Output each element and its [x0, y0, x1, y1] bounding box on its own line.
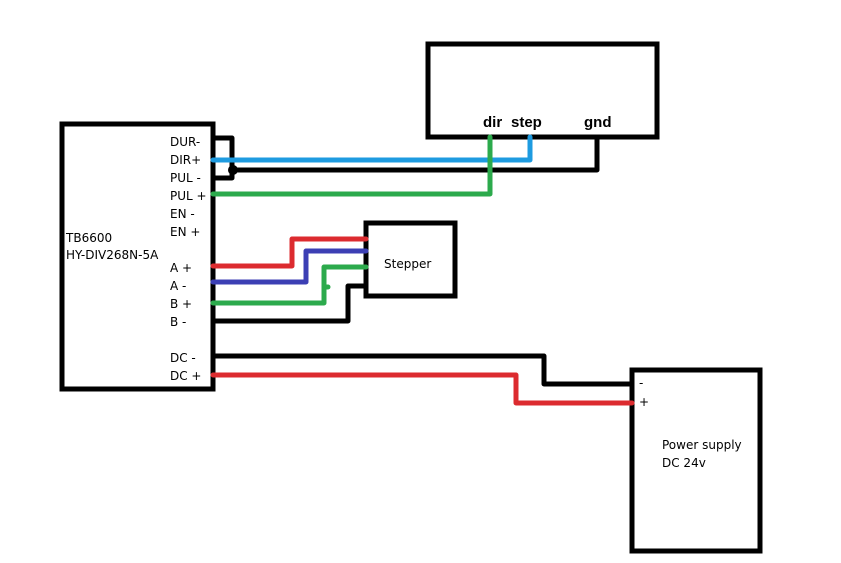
- pin-pul-minus: PUL -: [170, 171, 201, 185]
- psu-label: Power supply: [662, 438, 742, 452]
- pin-a-minus: A -: [170, 279, 186, 293]
- wire-a-minus: [210, 248, 369, 285]
- power-supply-box: [629, 367, 763, 554]
- controller-box: [425, 41, 660, 140]
- psu-pin-minus: -: [639, 376, 643, 390]
- controller-pin-gnd: gnd: [584, 114, 612, 131]
- psu-pin-plus: +: [639, 395, 649, 409]
- pin-dc-minus: DC -: [170, 351, 196, 365]
- wire-gnd: [230, 134, 600, 173]
- wire-dc-plus: [210, 372, 635, 406]
- pin-dc-plus: DC +: [170, 369, 202, 383]
- pin-dir-plus: DIR+: [170, 153, 201, 167]
- psu-voltage: DC 24v: [662, 456, 706, 470]
- driver-title: TB6600: [65, 231, 112, 245]
- pin-en-plus: EN +: [170, 225, 200, 239]
- driver-box: [59, 121, 216, 392]
- stepper-label: Stepper: [384, 257, 431, 271]
- pin-en-minus: EN -: [170, 207, 195, 221]
- wire-b-minus: [210, 283, 369, 324]
- stepper-box: [363, 220, 458, 299]
- driver-model: HY-DIV268N-5A: [66, 248, 159, 262]
- wire-pul-to-dir: [210, 134, 493, 197]
- pin-b-minus: B -: [170, 315, 186, 329]
- controller-pin-step: step: [511, 114, 542, 131]
- pin-pul-plus: PUL +: [170, 189, 207, 203]
- wire-dc-minus: [210, 353, 635, 387]
- pin-dur-minus: DUR-: [170, 135, 200, 149]
- controller-pin-dir: dir: [483, 114, 502, 131]
- wire-b-plus: [210, 264, 369, 306]
- wire-dir-to-step: [210, 134, 533, 163]
- pin-b-plus: B +: [170, 297, 192, 311]
- wire-a-plus: [210, 236, 369, 269]
- pin-a-plus: A +: [170, 261, 192, 275]
